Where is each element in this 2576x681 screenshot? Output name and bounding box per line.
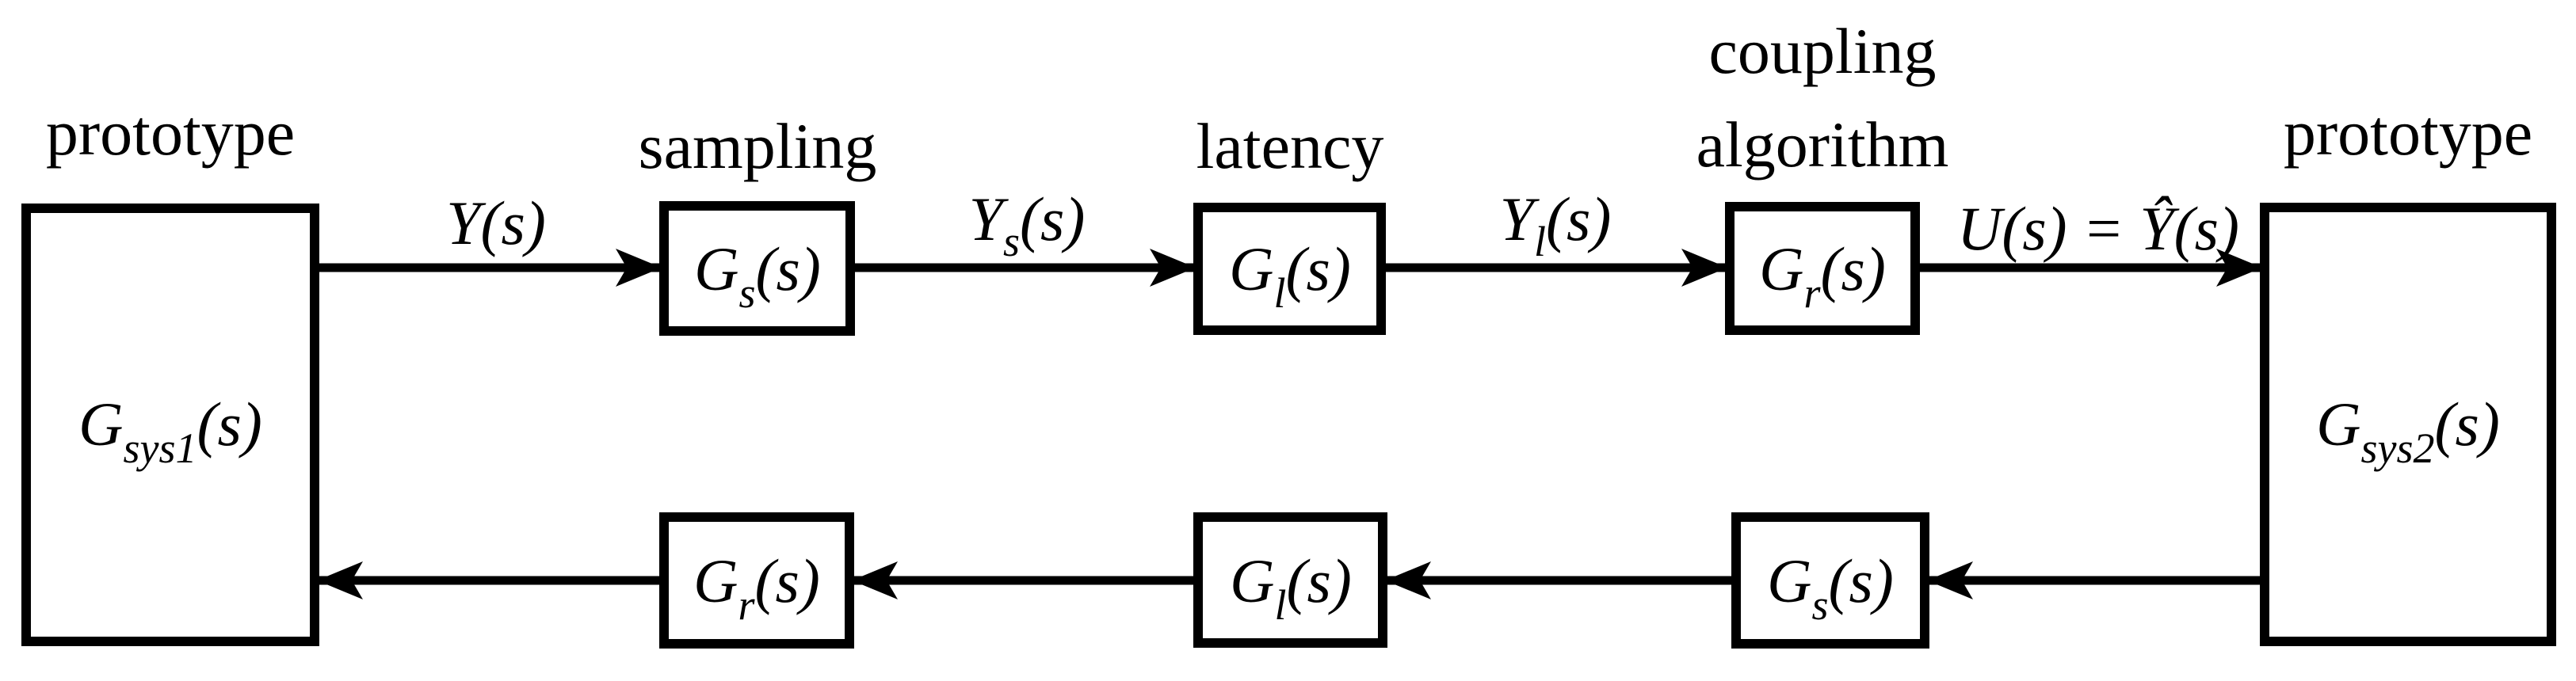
prototype-left-label: prototype [46,97,295,169]
coupling-label-line2: algorithm [1696,108,1949,181]
signal-y-label: Y(s) [446,188,546,257]
sampling-label: sampling [639,110,877,182]
latency-top-transfer-label: Gl(s) [1229,234,1351,317]
coupling-top-transfer-label: Gr(s) [1759,234,1886,317]
coupling-label-line1: coupling [1709,15,1937,87]
signal-yl-label: Yl(s) [1500,185,1612,265]
prototype1-block [21,204,319,646]
signal-ys-label: Ys(s) [969,185,1086,265]
prototype2-block [2260,203,2556,646]
coupling-bottom-transfer-label: Gr(s) [693,546,820,629]
sampling-top-block [659,201,855,336]
signal-u-label: U(s) = Ŷ(s) [1957,194,2239,263]
latency-bottom-transfer-label: Gl(s) [1230,546,1352,629]
sys2-transfer-label: Gsys2(s) [2316,390,2500,472]
latency-label: latency [1196,110,1384,182]
sys1-transfer-label: Gsys1(s) [78,390,262,472]
sampling-top-transfer-label: Gs(s) [694,234,821,317]
prototype-right-label: prototype [2284,97,2532,169]
sampling-bottom-transfer-label: Gs(s) [1767,546,1894,629]
coupling-top-block [1725,202,1920,335]
latency-bottom-block [1193,512,1387,648]
